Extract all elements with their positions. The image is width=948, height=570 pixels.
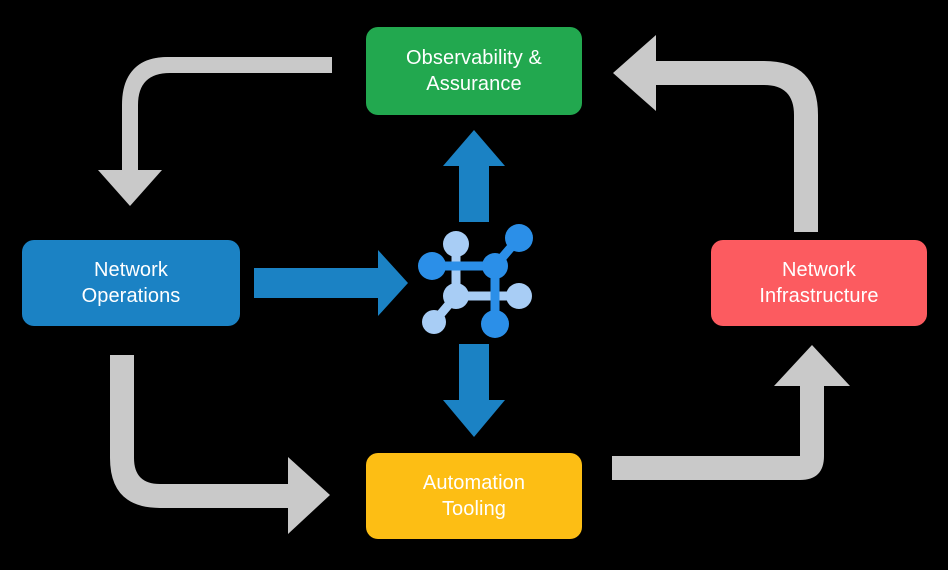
node-automation[interactable]: Automation Tooling [366,453,582,539]
node-automation-label: Automation Tooling [422,471,526,520]
network-icon-nodes-dark [418,224,533,338]
connector-operations-to-center [254,250,408,316]
node-infrastructure[interactable]: Network Infrastructure [711,240,927,326]
node-operations[interactable]: Network Operations [22,240,240,326]
connector-observability-to-operations-body [98,57,332,206]
network-icon-edges-dark [427,233,524,329]
node-infrastructure-label: Network Infrastructure [759,258,879,307]
node-observability[interactable]: Observability & Assurance [366,27,582,115]
connector-automation-to-infrastructure [612,345,850,480]
connector-operations-to-automation [110,355,330,534]
node-operations-label: Network Operations [81,258,181,307]
node-observability-label: Observability & Assurance [406,46,542,95]
connector-observability-to-operations [108,57,332,203]
connector-center-to-automation [443,344,505,437]
connector-center-to-observability [443,130,505,222]
network-icon-edges-light [429,239,524,327]
connector-infrastructure-to-observability [613,35,818,232]
network-icon-nodes-light [422,231,532,334]
